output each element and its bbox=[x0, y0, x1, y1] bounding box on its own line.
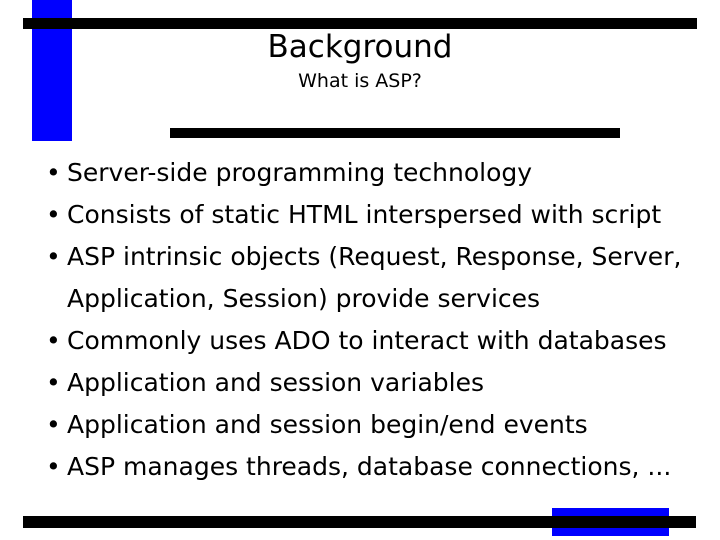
page-subtitle: What is ASP? bbox=[298, 70, 422, 92]
bullet-point-icon: • bbox=[46, 200, 61, 229]
list-item-text: ASP intrinsic objects (Request, Response… bbox=[67, 242, 682, 313]
list-item: • ASP manages threads, database connecti… bbox=[38, 446, 698, 488]
list-item: • Application and session variables bbox=[38, 362, 698, 404]
list-item: • ASP intrinsic objects (Request, Respon… bbox=[38, 236, 698, 320]
list-item-text: Application and session variables bbox=[67, 368, 484, 397]
list-item: • Commonly uses ADO to interact with dat… bbox=[38, 320, 698, 362]
bullet-point-icon: • bbox=[46, 242, 61, 271]
list-item-text: Server-side programming technology bbox=[67, 158, 533, 187]
page-title: Background bbox=[267, 29, 453, 65]
list-item-text: ASP manages threads, database connection… bbox=[67, 452, 672, 481]
list-item: • Server-side programming technology bbox=[38, 152, 698, 194]
bullet-point-icon: • bbox=[46, 326, 61, 355]
decoration-title-underline bbox=[170, 128, 620, 138]
bullet-point-icon: • bbox=[46, 368, 61, 397]
list-item-text: Consists of static HTML interspersed wit… bbox=[67, 200, 662, 229]
bullet-point-icon: • bbox=[46, 410, 61, 439]
bullet-point-icon: • bbox=[46, 158, 61, 187]
list-item-text: Application and session begin/end events bbox=[67, 410, 588, 439]
title-block: Background What is ASP? bbox=[0, 28, 720, 94]
decoration-black-top-bar bbox=[23, 18, 697, 29]
bullet-point-icon: • bbox=[46, 452, 61, 481]
list-item: • Consists of static HTML interspersed w… bbox=[38, 194, 698, 236]
list-item: • Application and session begin/end even… bbox=[38, 404, 698, 446]
list-item-text: Commonly uses ADO to interact with datab… bbox=[67, 326, 667, 355]
decoration-black-bottom-bar bbox=[23, 516, 696, 528]
bullet-list: • Server-side programming technology • C… bbox=[38, 152, 698, 488]
